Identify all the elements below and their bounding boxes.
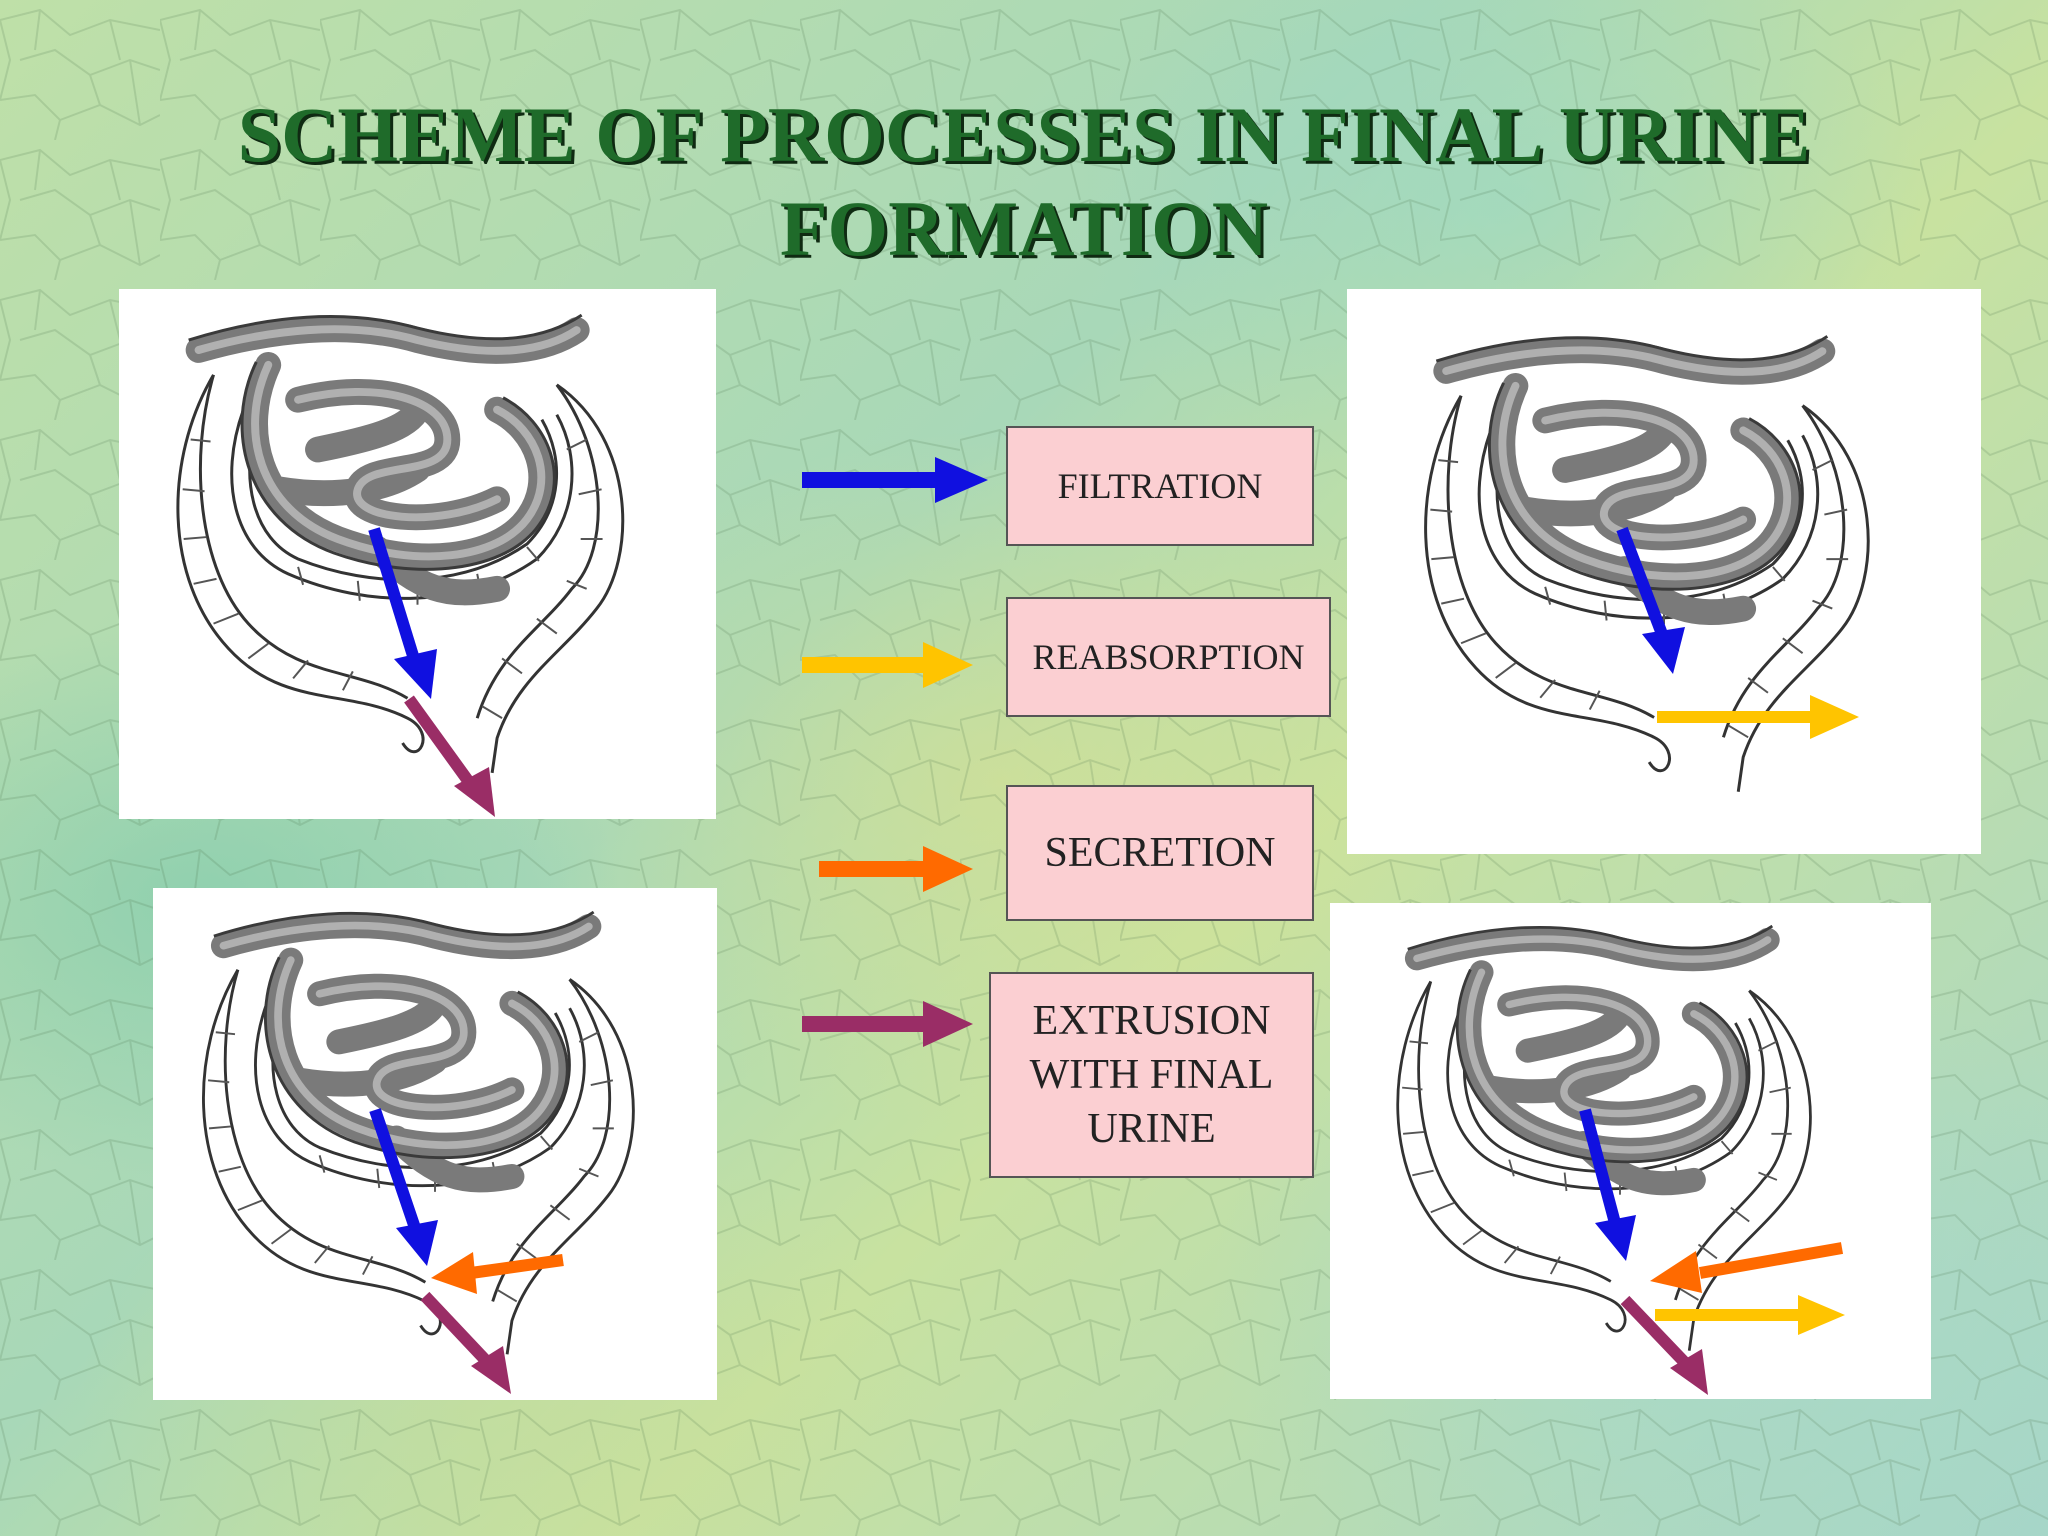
legend-reabsorption-arrow <box>802 642 973 688</box>
legend-filtration-label-box: FILTRATION <box>1006 426 1314 546</box>
legend-secretion-label-box: SECRETION <box>1006 785 1314 921</box>
legend-filtration-arrow <box>802 457 988 503</box>
reabsorption-arrow <box>1657 695 1859 739</box>
legend-extrusion-label-line-2: WITH FINAL <box>1029 1052 1274 1098</box>
nephron-diagram <box>119 289 716 817</box>
extrusion-arrow <box>404 695 495 817</box>
diagram-panel-filtration-secretion-extrusion <box>153 888 717 1400</box>
filtration-arrow <box>1579 1108 1636 1261</box>
extrusion-arrow <box>1620 1295 1708 1395</box>
legend-secretion-label: SECRETION <box>1044 830 1276 876</box>
legend-secretion-arrow <box>819 846 973 892</box>
legend-filtration-label: FILTRATION <box>1057 466 1263 506</box>
diagram-panel-all-processes <box>1330 903 1931 1399</box>
legend-extrusion-label-box: EXTRUSION WITH FINAL URINE <box>989 972 1314 1178</box>
legend-reabsorption-label: REABSORPTION <box>1032 637 1305 677</box>
reabsorption-arrow <box>1655 1295 1845 1335</box>
nephron-diagram <box>153 888 717 1394</box>
filtration-arrow <box>1616 526 1685 674</box>
diagram-panel-filtration-reabsorption <box>1347 289 1981 854</box>
title-line-2: FORMATION <box>779 185 1269 272</box>
filtration-arrow <box>368 527 437 699</box>
diagram-panel-filtration-extrusion <box>119 289 716 819</box>
nephron-diagram <box>1330 903 1845 1395</box>
secretion-arrow <box>431 1252 564 1294</box>
title-line-1: SCHEME OF PROCESSES IN FINAL URINE <box>237 91 1811 178</box>
legend-extrusion-label-line-1: EXTRUSION <box>1032 998 1271 1044</box>
legend-extrusion-arrow <box>802 1001 973 1047</box>
filtration-arrow <box>369 1108 438 1266</box>
legend-reabsorption-label-box: REABSORPTION <box>1006 597 1331 717</box>
extrusion-arrow <box>420 1291 511 1394</box>
legend-extrusion-label-line-3: URINE <box>1087 1106 1216 1152</box>
nephron-diagram <box>1347 289 1981 854</box>
page-title: SCHEME OF PROCESSES IN FINAL URINE FORMA… <box>0 88 2048 276</box>
secretion-arrow <box>1650 1242 1844 1293</box>
